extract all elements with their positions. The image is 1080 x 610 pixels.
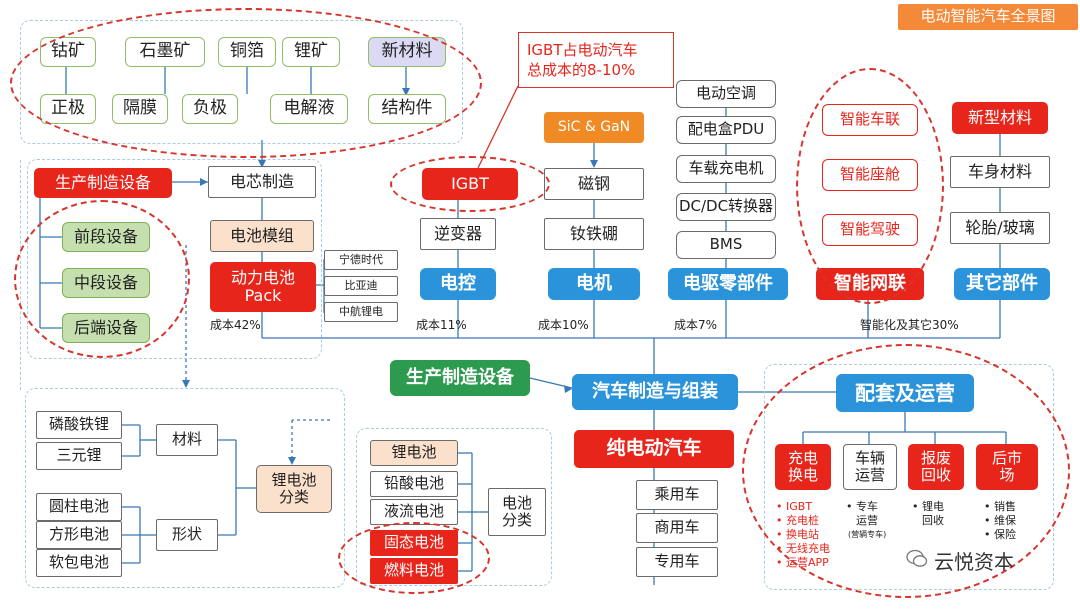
vehicle-production-equipment[interactable]: 生产制造设备: [390, 360, 530, 396]
body-material[interactable]: 车身材料: [950, 156, 1050, 188]
cell-manufacturing[interactable]: 电芯制造: [208, 166, 316, 198]
magnet-steel[interactable]: 磁钢: [544, 168, 644, 200]
igbt-highlight-ellipse: [390, 156, 550, 212]
commercial-car[interactable]: 商用车: [636, 513, 718, 543]
electronic-control[interactable]: 电控: [420, 268, 496, 300]
drive-part-bms[interactable]: BMS: [676, 231, 776, 259]
battery-production-equipment[interactable]: 生产制造设备: [34, 168, 172, 198]
smart-highlight-ellipse: [796, 68, 944, 304]
maker-catl[interactable]: 宁德时代: [324, 250, 398, 270]
drive-part-ac[interactable]: 电动空调: [676, 80, 776, 108]
sic-gan[interactable]: SiC & GaN: [544, 112, 644, 143]
battery-module[interactable]: 电池模组: [210, 220, 314, 252]
special-car[interactable]: 专用车: [636, 547, 718, 577]
li-class-line2: 分类: [278, 488, 309, 506]
ec-cost: 成本11%: [416, 318, 467, 332]
callout-line1: IGBT占电动汽车: [527, 41, 638, 59]
li-class-line1: 锂电池: [271, 470, 317, 489]
new-material-type[interactable]: 新型材料: [952, 102, 1048, 134]
smart-cost: 智能化及其它30%: [860, 318, 959, 332]
ternary[interactable]: 三元锂: [36, 442, 122, 470]
drive-parts[interactable]: 电驱零部件: [668, 268, 788, 300]
inverter[interactable]: 逆变器: [420, 218, 496, 250]
battery-cost: 成本42%: [210, 318, 261, 332]
passenger-car[interactable]: 乘用车: [636, 480, 718, 510]
battery-classification[interactable]: 电池 分类: [488, 488, 546, 536]
prismatic[interactable]: 方形电池: [36, 521, 122, 549]
pack-line2: Pack: [244, 286, 282, 305]
motor-cost: 成本10%: [538, 318, 589, 332]
drive-parts-cost: 成本7%: [674, 318, 718, 332]
battery-future-highlight-ellipse: [338, 522, 490, 594]
operations-highlight-ellipse: [742, 344, 1070, 598]
by-material[interactable]: 材料: [156, 424, 218, 456]
cylindrical[interactable]: 圆柱电池: [36, 493, 122, 521]
drive-part-dcdc[interactable]: DC/DC转换器: [676, 193, 776, 221]
bev[interactable]: 纯电动汽车: [574, 430, 734, 468]
bat-class-line1: 电池: [501, 493, 532, 512]
battery-type-lead-acid[interactable]: 铅酸电池: [370, 471, 458, 497]
bat-class-line2: 分类: [501, 511, 532, 529]
battery-type-flow[interactable]: 液流电池: [370, 499, 458, 525]
drive-part-pdu[interactable]: 配电盒PDU: [676, 116, 776, 144]
equipment-highlight-ellipse: [14, 200, 190, 358]
page-title: 电动智能汽车全景图: [898, 4, 1078, 30]
drive-part-obc[interactable]: 车载充电机: [676, 155, 776, 183]
pack-line1: 动力电池: [230, 267, 295, 287]
battery-type-lithium[interactable]: 锂电池: [370, 440, 458, 466]
watermark: 云悦资本: [934, 550, 1014, 574]
other-parts[interactable]: 其它部件: [954, 268, 1050, 300]
maker-byd[interactable]: 比亚迪: [324, 276, 398, 296]
vehicle-assembly[interactable]: 汽车制造与组装: [572, 374, 738, 410]
li-battery-classification[interactable]: 锂电池 分类: [256, 465, 332, 513]
ndfeb[interactable]: 钕铁硼: [544, 218, 644, 250]
by-shape[interactable]: 形状: [156, 519, 218, 551]
motor[interactable]: 电机: [548, 268, 640, 300]
tire-glass[interactable]: 轮胎/玻璃: [950, 212, 1050, 244]
materials-highlight-ellipse: [10, 8, 482, 158]
pouch[interactable]: 软包电池: [36, 549, 122, 577]
lfp[interactable]: 磷酸铁锂: [36, 411, 122, 439]
power-battery-pack[interactable]: 动力电池 Pack: [210, 262, 316, 312]
callout-line2: 总成本的8-10%: [527, 61, 636, 79]
maker-calb[interactable]: 中航锂电: [324, 302, 398, 322]
li-classification-region: [25, 388, 345, 588]
wechat-icon: [906, 548, 928, 570]
igbt-cost-callout: IGBT占电动汽车 总成本的8-10%: [518, 32, 674, 88]
